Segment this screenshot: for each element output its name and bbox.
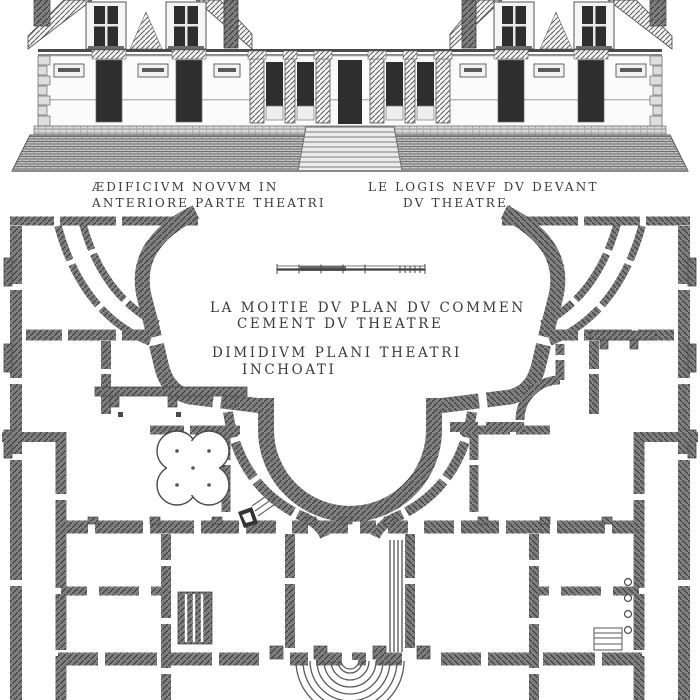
floor-plan [2,212,698,700]
colonnade [247,50,453,124]
horseshoe-court [258,398,442,522]
portico-left [94,386,248,417]
quarter-apse [515,375,561,421]
dormer-windows [85,1,615,50]
cornice [38,49,662,52]
orchestra-step-fan [295,659,405,700]
plan-caption-latin-line2: INCHOATI [242,362,337,378]
chimneys [33,0,667,49]
portico-right [589,330,657,350]
stair-right [593,627,623,651]
plan-caption-french-line2: CEMENT DV THEATRE [237,316,444,332]
column-row [623,577,633,635]
elevation-caption-latin-line1: ÆDIFICIVM NOVVM IN [92,180,279,194]
entrance-steps [297,126,403,172]
plan-caption-latin-line1: DIMIDIVM PLANI THEATRI [212,345,462,361]
corner-quoins [37,55,663,127]
court-stair-left [238,491,279,528]
quatrefoil-room [156,430,230,506]
facade-elevation [11,0,689,172]
blind-panels [53,63,647,78]
scale-bar [276,264,426,274]
elevation-caption-latin-line2: ANTERIORE PARTE THEATRI [92,196,326,210]
plan-caption-french-line1: LA MOITIE DV PLAN DV COMMEN [210,300,526,316]
facade-openings [53,49,647,123]
elevation-caption-french-line1: LE LOGIS NEVF DV DEVANT [368,180,599,194]
forecourt-wall [134,205,263,414]
terrace-base [11,125,689,172]
elevation-caption-french-line2: DV THEATRE. [403,196,514,210]
gallery-stair-lines [389,540,403,652]
